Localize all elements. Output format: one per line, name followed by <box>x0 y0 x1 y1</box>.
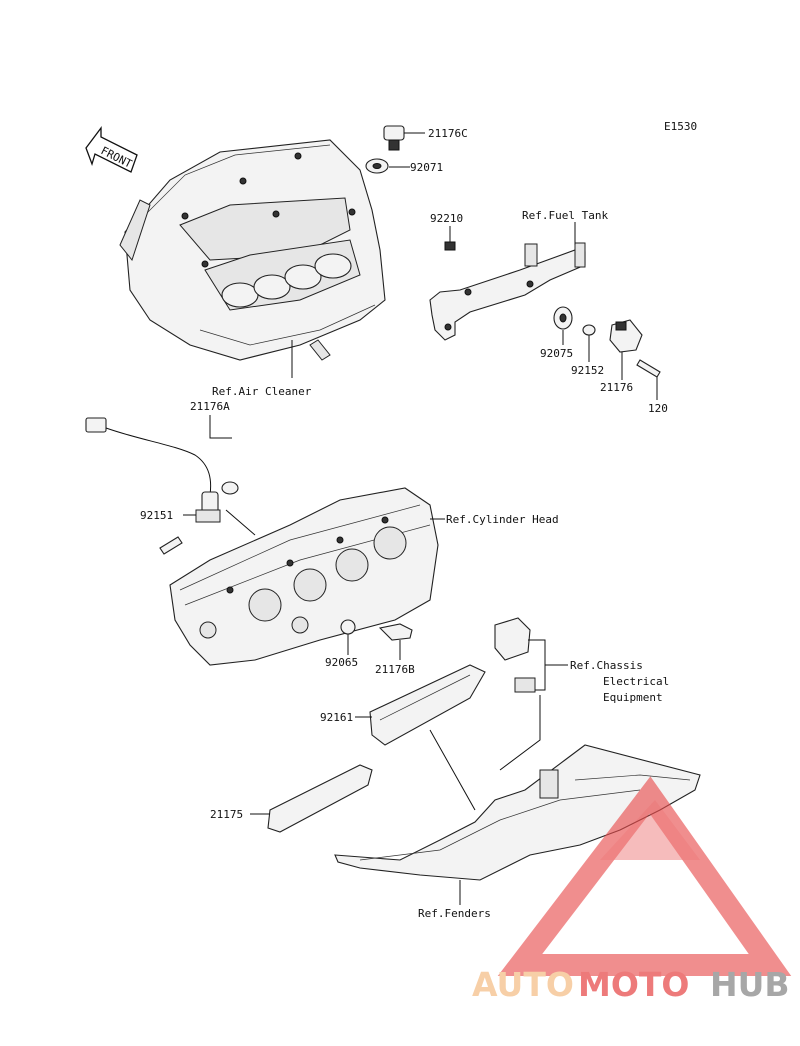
label-92161: 92161 <box>320 711 353 724</box>
watermark-logo: AUTO MOTO HUB <box>472 776 792 1004</box>
label-21175: 21175 <box>210 808 243 821</box>
damper-92075 <box>553 306 573 345</box>
fuel-tank-bracket <box>429 242 586 341</box>
label-21176: 21176 <box>600 381 633 394</box>
bolt-120 <box>636 359 661 400</box>
cylinder-head <box>169 487 439 666</box>
part-21175 <box>267 764 373 833</box>
sensor-21176B <box>378 623 413 660</box>
sensor-21176A <box>85 417 239 523</box>
label-92075: 92075 <box>540 347 573 360</box>
nut-92210 <box>444 226 456 251</box>
air-cleaner-housing <box>119 139 386 361</box>
diagram-code: E1530 <box>664 120 697 133</box>
fender-assembly <box>334 744 701 881</box>
label-92152: 92152 <box>571 364 604 377</box>
label-21176B: 21176B <box>375 663 415 676</box>
sensor-21176C <box>383 125 425 151</box>
bolt-92151 <box>159 536 183 555</box>
watermark-auto: AUTO <box>472 965 574 1004</box>
label-ref-cylinder-head: Ref.Cylinder Head <box>446 513 559 526</box>
label-92210: 92210 <box>430 212 463 225</box>
label-ref-chassis-1: Ref.Chassis <box>570 659 643 672</box>
label-21176A: 21176A <box>190 400 230 413</box>
label-21176C: 21176C <box>428 127 468 140</box>
watermark-moto: MOTO <box>578 965 689 1004</box>
sensor-21176 <box>609 319 643 380</box>
label-92071: 92071 <box>410 161 443 174</box>
label-ref-chassis-3: Equipment <box>603 691 663 704</box>
ecu-box <box>494 617 536 693</box>
cover-92161 <box>369 664 486 746</box>
label-92065: 92065 <box>325 656 358 669</box>
label-92151: 92151 <box>140 509 173 522</box>
label-ref-air-cleaner: Ref.Air Cleaner <box>212 385 312 398</box>
front-arrow-icon: FRONT <box>85 126 138 173</box>
label-ref-chassis-2: Electrical <box>603 675 669 688</box>
collar-92152 <box>582 324 596 362</box>
grommet-92071 <box>365 158 410 174</box>
gasket-92065 <box>340 619 356 655</box>
watermark-hub: HUB <box>710 965 790 1004</box>
label-120: 120 <box>648 402 668 415</box>
label-ref-fenders: Ref.Fenders <box>418 907 491 920</box>
label-ref-fuel-tank: Ref.Fuel Tank <box>522 209 608 222</box>
